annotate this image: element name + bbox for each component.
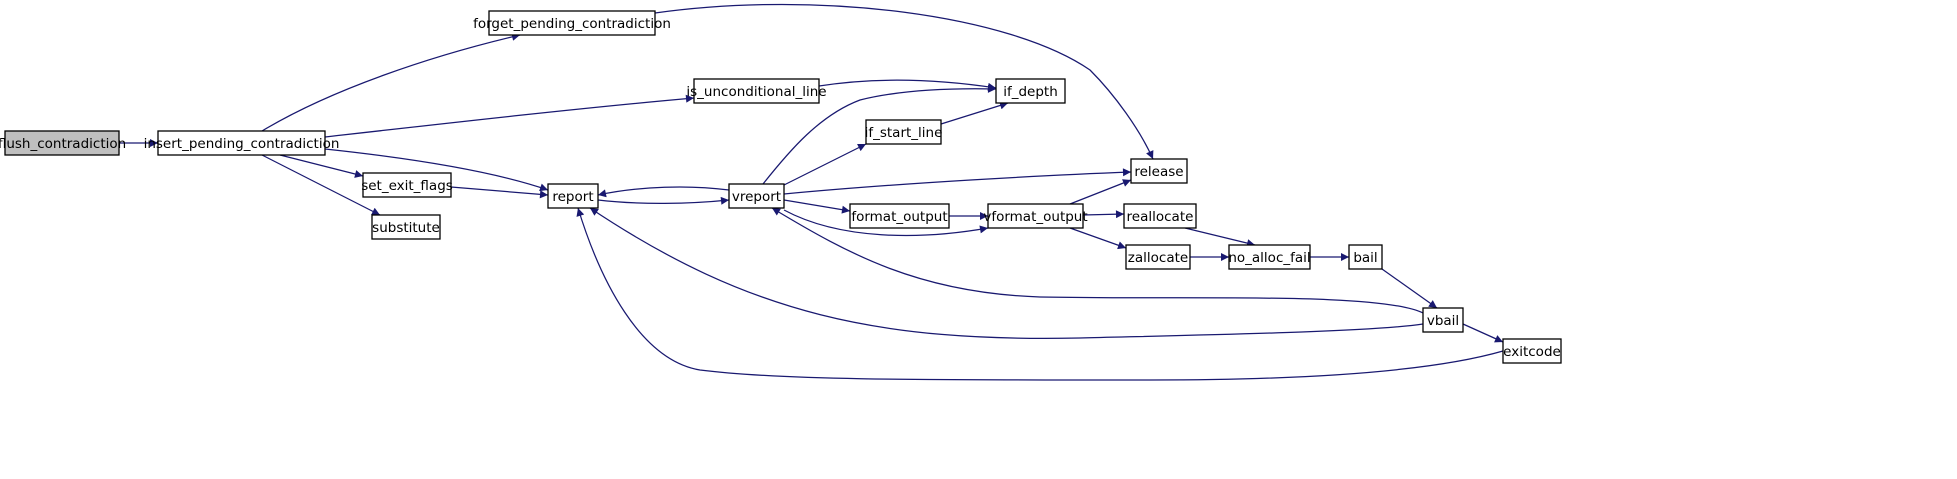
- edge-if_start_line-to-if_depth: [940, 101, 1009, 125]
- node-bail[interactable]: bail: [1348, 244, 1383, 270]
- node-box: [1348, 244, 1383, 270]
- edge-report-to-vreport: [597, 196, 730, 205]
- node-label: release: [1134, 164, 1183, 180]
- node-box: [865, 119, 942, 145]
- node-label: no_alloc_fail: [1228, 250, 1310, 266]
- edge-vreport-to-report: [597, 186, 730, 198]
- node-substitute[interactable]: substitute: [371, 214, 441, 240]
- node-box: [4, 130, 120, 156]
- node-report[interactable]: report: [547, 183, 599, 209]
- edge-exitcode-to-report: [576, 207, 1504, 381]
- node-no_alloc_fail[interactable]: no_alloc_fail: [1228, 244, 1311, 270]
- node-format_output[interactable]: format_output: [849, 203, 950, 229]
- node-release[interactable]: release: [1130, 158, 1188, 184]
- node-box: [362, 172, 452, 198]
- node-vreport[interactable]: vreport: [728, 183, 785, 209]
- node-label: bail: [1353, 250, 1377, 266]
- edge-vformat_output-to-zallocate: [1069, 227, 1127, 250]
- node-insert_pending_contradiction[interactable]: insert_pending_contradiction: [144, 130, 340, 156]
- edge-vbail-to-exitcode: [1462, 323, 1504, 343]
- node-flush_contradiction[interactable]: flush_contradiction: [0, 130, 126, 156]
- edge-insert_pending_contradiction-to-substitute: [261, 154, 381, 216]
- node-box: [1125, 244, 1191, 270]
- node-box: [547, 183, 599, 209]
- edge-vformat_output-to-release: [1069, 179, 1132, 205]
- node-vformat_output[interactable]: vformat_output: [983, 203, 1088, 229]
- node-exitcode[interactable]: exitcode: [1502, 338, 1562, 364]
- edges-layer: [119, 3, 1504, 381]
- edge-reallocate-to-no_alloc_fail: [1184, 227, 1256, 247]
- node-label: if_start_line: [865, 125, 943, 141]
- node-box: [728, 183, 785, 209]
- nodes-layer: flush_contradiction insert_pending_contra…: [0, 10, 1562, 364]
- node-box: [849, 203, 950, 229]
- node-label: insert_pending_contradiction: [144, 136, 340, 152]
- edge-set_exit_flags-to-report: [450, 186, 549, 199]
- edge-insert_pending_contradiction-to-is_unconditional_line: [324, 94, 695, 138]
- node-box: [371, 214, 441, 240]
- edge-vreport-to-if_start_line: [783, 143, 867, 186]
- node-label: set_exit_flags: [361, 178, 453, 194]
- node-is_unconditional_line[interactable]: is_unconditional_line: [686, 78, 827, 104]
- node-set_exit_flags[interactable]: set_exit_flags: [361, 172, 453, 198]
- edge-vbail-to-report: [589, 207, 1424, 339]
- node-box: [1502, 338, 1562, 364]
- node-if_start_line[interactable]: if_start_line: [865, 119, 943, 145]
- edge-forget_pending_contradiction-to-release: [654, 3, 1154, 160]
- node-label: is_unconditional_line: [686, 84, 826, 100]
- node-forget_pending_contradiction[interactable]: forget_pending_contradiction: [473, 10, 671, 36]
- node-box: [1422, 307, 1464, 333]
- node-label: reallocate: [1127, 209, 1194, 225]
- edge-insert_pending_contradiction-to-report: [324, 148, 549, 192]
- edge-vreport-to-vformat_output: [783, 209, 989, 237]
- node-label: exitcode: [1503, 344, 1561, 360]
- node-vbail[interactable]: vbail: [1422, 307, 1464, 333]
- node-box: [693, 78, 820, 104]
- edge-vreport-to-release: [783, 168, 1132, 195]
- node-label: format_output: [851, 209, 947, 225]
- node-label: vbail: [1427, 313, 1459, 329]
- node-box: [995, 78, 1066, 104]
- edge-vbail-to-vreport: [771, 207, 1424, 314]
- node-box: [488, 10, 656, 36]
- node-box: [987, 203, 1084, 229]
- edge-vreport-to-format_output: [783, 199, 851, 214]
- node-box: [1130, 158, 1188, 184]
- node-label: if_depth: [1003, 84, 1058, 100]
- node-label: report: [552, 189, 593, 205]
- edge-is_unconditional_line-to-if_depth: [818, 79, 997, 91]
- node-label: vformat_output: [983, 209, 1087, 225]
- node-label: vreport: [732, 189, 781, 205]
- edge-bail-to-vbail: [1381, 268, 1438, 309]
- edge-insert_pending_contradiction-to-forget_pending_contradiction: [261, 32, 521, 132]
- edge-vreport-to-if_depth: [762, 84, 997, 185]
- node-label: substitute: [372, 220, 440, 236]
- node-zallocate[interactable]: zallocate: [1125, 244, 1191, 270]
- node-box: [157, 130, 326, 156]
- node-box: [1123, 203, 1197, 229]
- node-if_depth[interactable]: if_depth: [995, 78, 1066, 104]
- node-box: [1228, 244, 1311, 270]
- node-label: flush_contradiction: [0, 136, 126, 152]
- node-reallocate[interactable]: reallocate: [1123, 203, 1197, 229]
- node-label: zallocate: [1128, 250, 1188, 266]
- edge-insert_pending_contradiction-to-set_exit_flags: [279, 154, 364, 178]
- node-label: forget_pending_contradiction: [473, 16, 671, 32]
- edge-vformat_output-to-reallocate: [1082, 210, 1125, 219]
